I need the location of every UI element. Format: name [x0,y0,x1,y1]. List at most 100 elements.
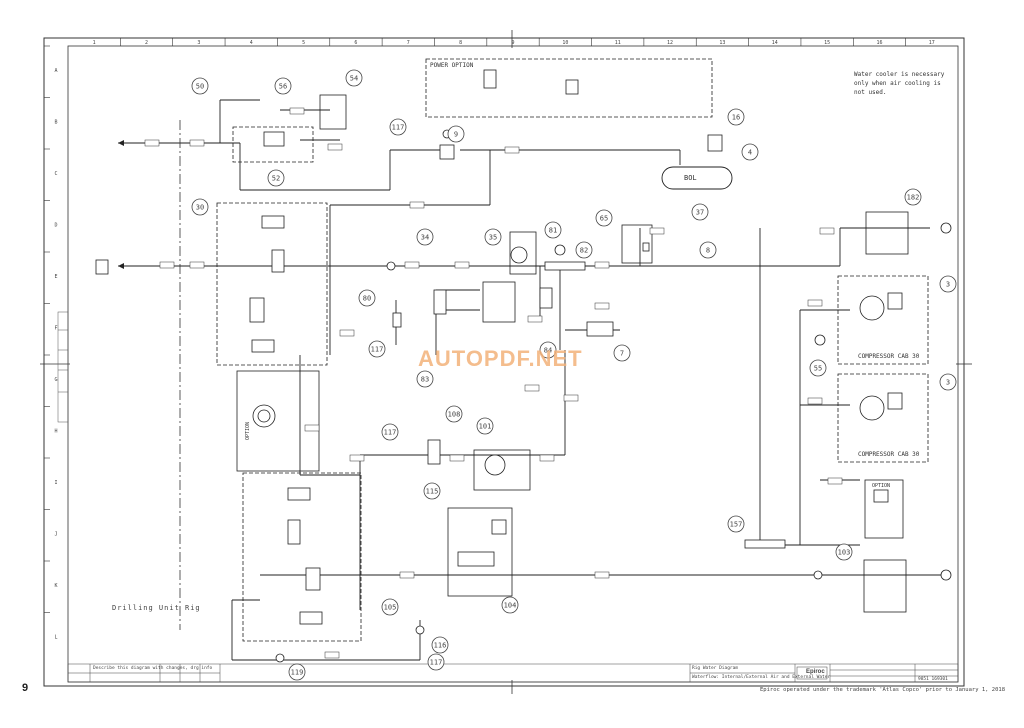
balloon-number: 37 [696,209,704,217]
hose-label-box [819,227,835,235]
column-label-11: 11 [615,40,621,46]
balloon-number: 105 [384,604,397,612]
hose-label-box [399,571,415,579]
hose-label-box [304,424,320,432]
hose-label-box [189,261,205,269]
row-label-I: I [54,480,57,486]
hose-label-box [527,315,543,323]
doc-number: 9851 169301 [918,677,948,682]
balloon-circle [613,344,631,362]
balloon-157: 157 [727,515,745,533]
balloon-circle [939,373,957,391]
outer-border [43,37,965,687]
title-block-row2: Waterflow: Internal/External Air and Ext… [692,675,831,680]
balloon-115: 115 [423,482,441,500]
balloon-circle [381,423,399,441]
balloon-65: 65 [595,209,613,227]
balloon-number: 84 [544,347,552,355]
balloon-circle [447,125,465,143]
page-number: 9 [22,682,29,694]
balloon-9: 9 [447,125,465,143]
row-label-K: K [54,583,57,589]
balloon-52: 52 [267,169,285,187]
balloon-circle [345,69,363,87]
hose-label-box [409,201,425,209]
balloon-number: 3 [946,281,950,289]
hose-label-box [594,571,610,579]
column-label-5: 5 [302,40,305,46]
hose-label-box [563,394,579,402]
balloon-37: 37 [691,203,709,221]
water-cooler-note-line3: not used. [854,89,887,96]
balloon-circle [575,241,593,259]
compressor-label-1: COMPRESSOR CAB 30 [858,353,920,360]
drilling-unit-rig-label: Drilling Unit Rig [112,604,201,612]
row-label-E: E [54,274,57,280]
hose-label-box [159,261,175,269]
balloon-circle [423,482,441,500]
balloon-number: 117 [392,124,405,132]
balloon-circle [445,405,463,423]
balloon-circle [416,228,434,246]
balloon-number: 116 [434,642,447,650]
balloon-104: 104 [501,596,519,614]
balloon-number: 50 [196,83,204,91]
arrow-left-main [118,263,124,269]
balloon-56: 56 [274,77,292,95]
hose-label-box [404,261,420,269]
balloon-119: 119 [288,663,306,681]
balloon-50: 50 [191,77,209,95]
row-label-D: D [54,222,57,228]
row-label-J: J [54,531,57,537]
column-label-16: 16 [876,40,882,46]
balloon-circle [191,198,209,216]
column-label-17: 17 [929,40,935,46]
watermark: AUTOPDF.NET [418,346,583,371]
balloon-117: 117 [389,118,407,136]
column-tick-marks [44,38,906,613]
column-label-8: 8 [459,40,462,46]
balloon-16: 16 [727,108,745,126]
hose-labels [144,107,843,659]
row-label-L: L [54,634,57,640]
bol-tank [661,166,733,190]
hose-label-box [189,139,205,147]
balloon-circle [809,359,827,377]
balloon-circle [368,340,386,358]
balloon-number: 81 [549,227,557,235]
balloon-number: 9 [454,131,458,139]
balloon-number: 35 [489,234,497,242]
dashed-boundaries [216,58,929,642]
balloon-circle [904,188,922,206]
balloon-116: 116 [431,636,449,654]
hose-label-box [327,143,343,151]
balloon-3: 3 [939,275,957,293]
balloon-number: 108 [448,411,461,419]
balloon-number: 182 [907,194,920,202]
title-block-row1: Rig Water Diagram [692,666,739,671]
balloon-circle [544,221,562,239]
balloon-3: 3 [939,373,957,391]
balloon-circle [741,143,759,161]
balloon-number: 115 [426,488,439,496]
arrow-left-top [118,140,124,146]
balloon-number: 3 [946,379,950,387]
balloon-circle [539,341,557,359]
hose-label-box [454,261,470,269]
balloon-number: 82 [580,247,588,255]
title-block [67,663,959,683]
hose-label-box [807,397,823,405]
hose-label-box [289,107,305,115]
balloon-number: 117 [430,659,443,667]
balloon-103: 103 [835,543,853,561]
balloon-number: 52 [272,175,280,183]
balloon-number: 55 [814,365,822,373]
column-label-1: 1 [93,40,96,46]
valves [249,69,903,625]
column-label-4: 4 [250,40,253,46]
balloon-117: 117 [381,423,399,441]
balloon-number: 16 [732,114,740,122]
balloon-number: 119 [291,669,304,677]
